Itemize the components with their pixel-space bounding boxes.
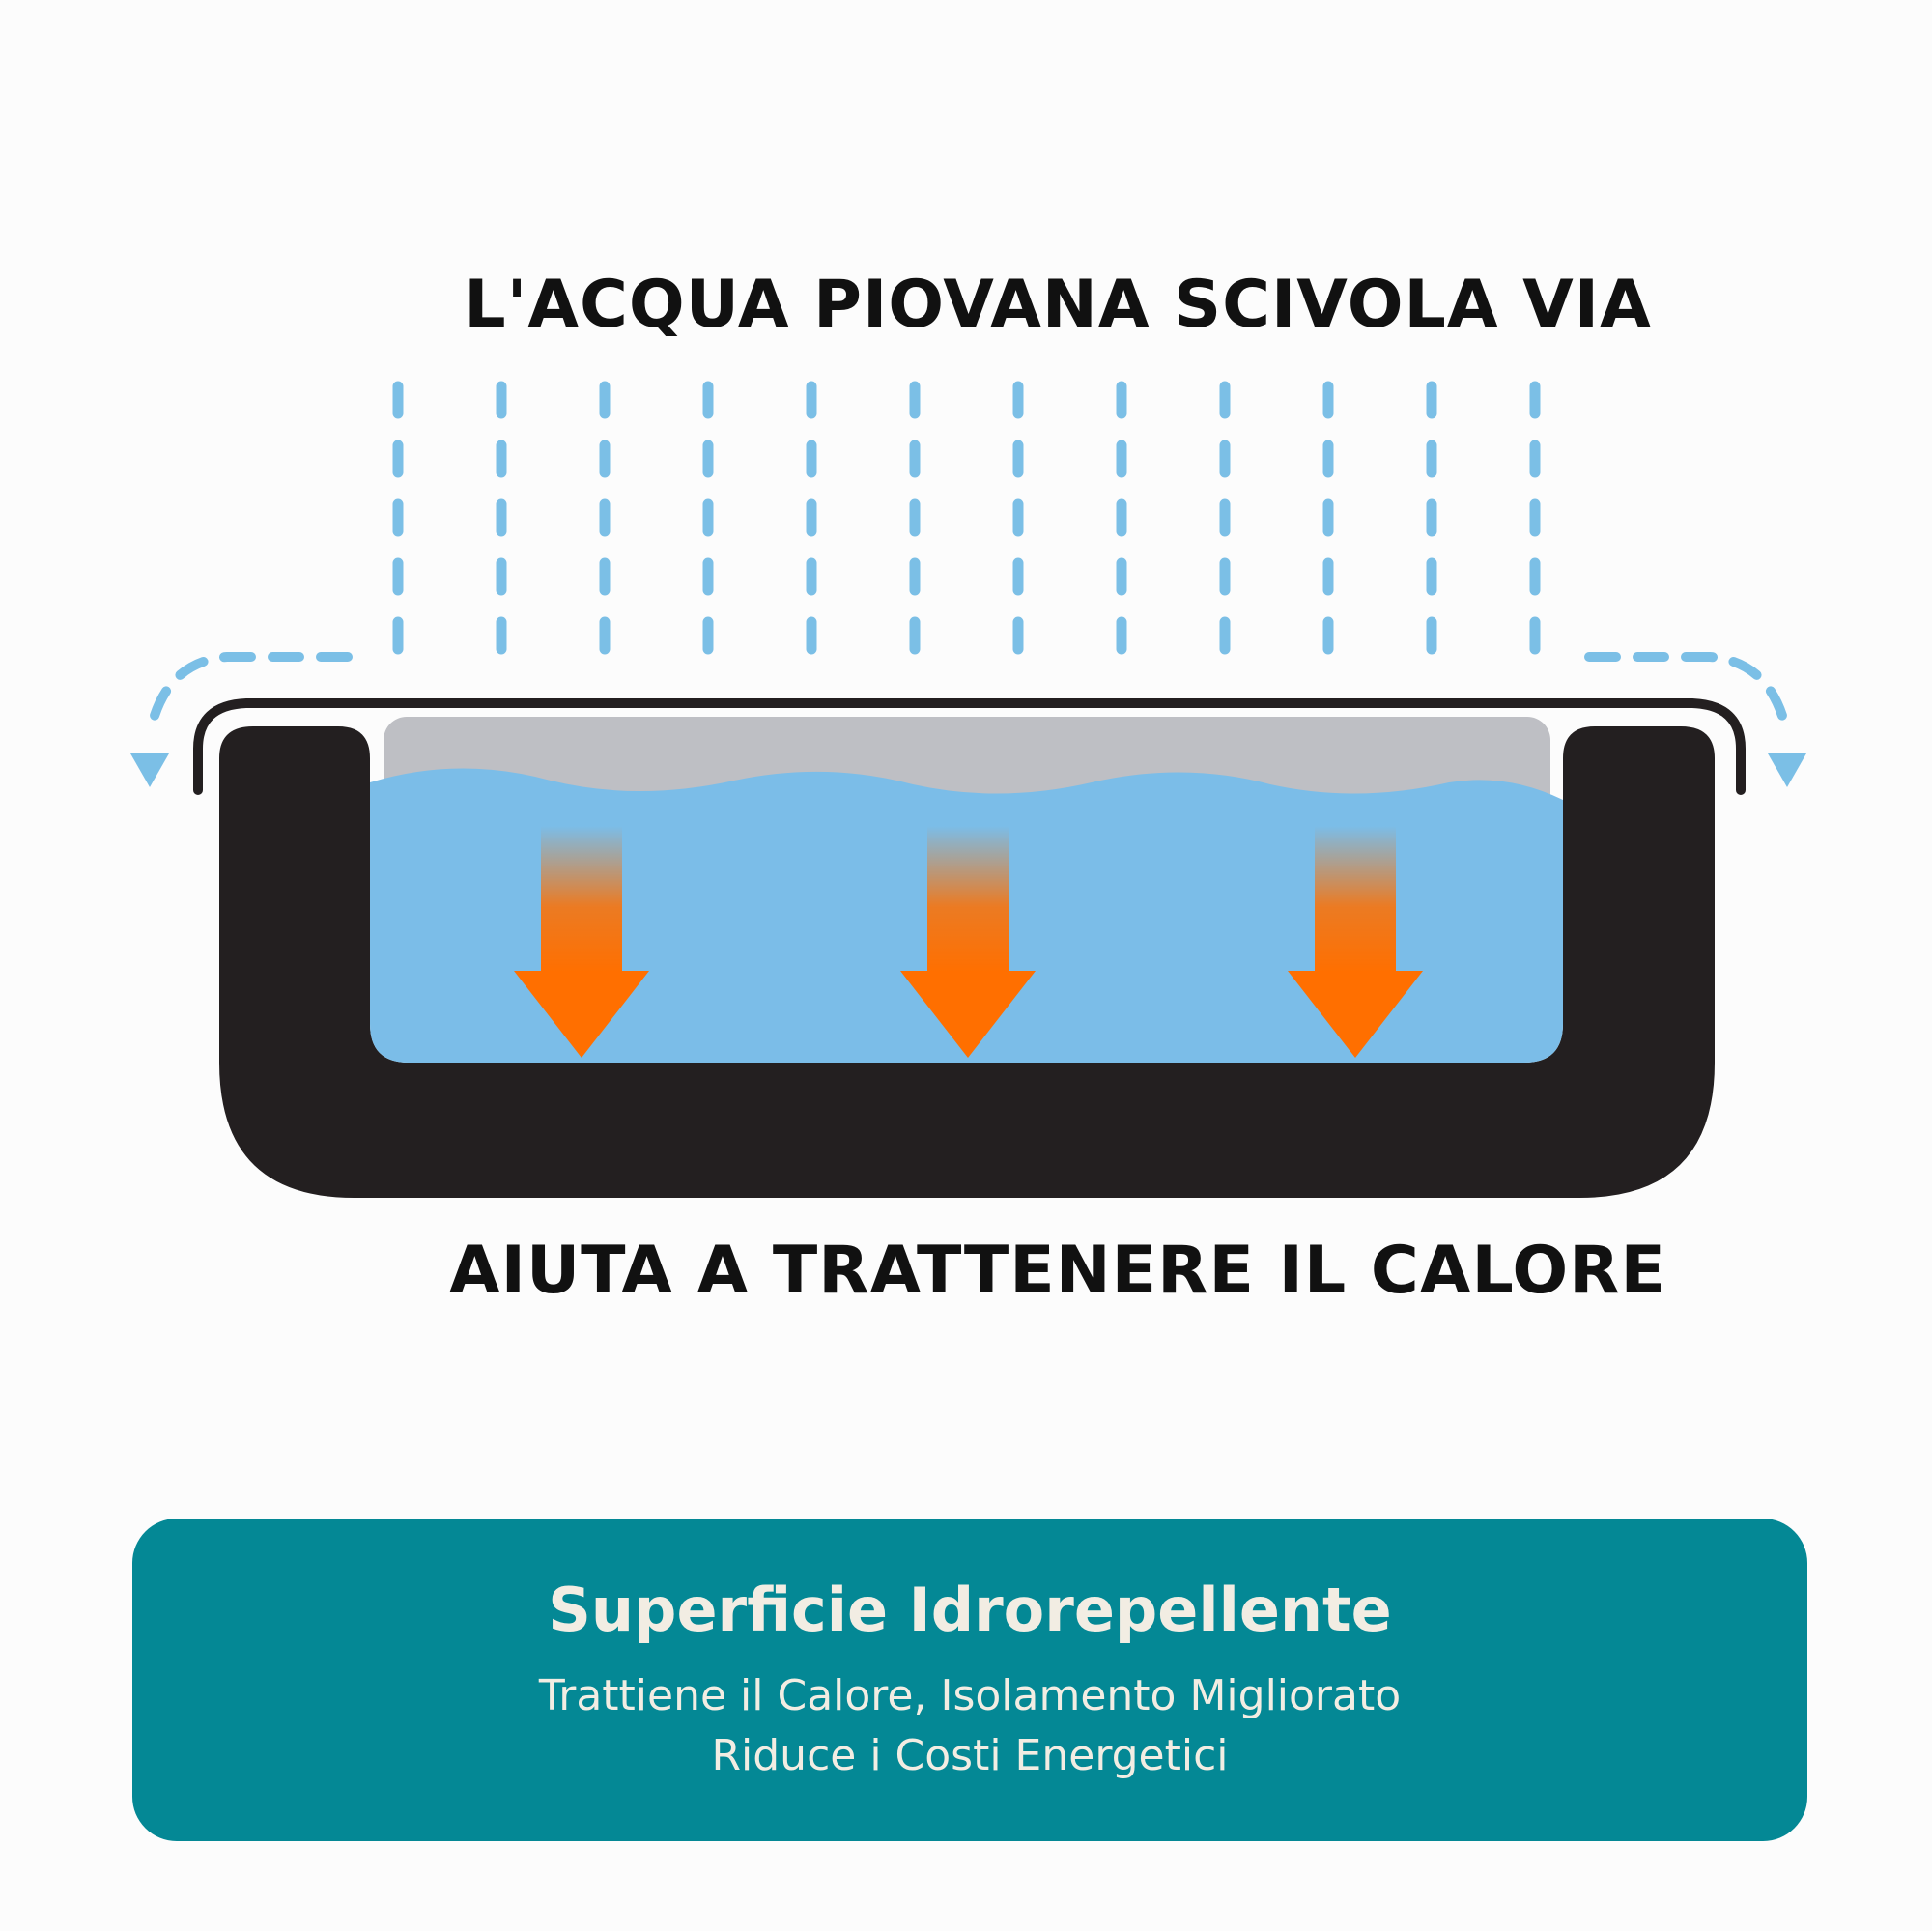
heat-down-arrow-icon bbox=[1288, 826, 1423, 1058]
title-rain-runoff: L'ACQUA PIOVANA SCIVOLA VIA bbox=[464, 267, 1652, 343]
title-heat-retention: AIUTA A TRATTENERE IL CALORE bbox=[449, 1233, 1666, 1309]
banner-line-2: Riduce i Costi Energetici bbox=[711, 1730, 1229, 1780]
banner-title: Superficie Idrorepellente bbox=[548, 1574, 1392, 1645]
runoff-arrowhead-right-icon bbox=[1768, 753, 1806, 787]
banner-line-1: Trattiene il Calore, Isolamento Migliora… bbox=[538, 1670, 1402, 1720]
feature-banner: Superficie Idrorepellente Trattiene il C… bbox=[132, 1519, 1807, 1841]
pool-tub bbox=[219, 726, 1715, 1198]
heat-arrows-icon bbox=[514, 826, 1423, 1058]
runoff-arrow-left-icon bbox=[145, 652, 353, 739]
heat-down-arrow-icon bbox=[514, 826, 649, 1058]
runoff-arrowhead-left-icon bbox=[130, 753, 169, 787]
cover-outline bbox=[193, 698, 1746, 795]
rain-drops-icon bbox=[392, 381, 1541, 658]
runoff-arrow-right-icon bbox=[1584, 652, 1792, 739]
heat-down-arrow-icon bbox=[900, 826, 1036, 1058]
